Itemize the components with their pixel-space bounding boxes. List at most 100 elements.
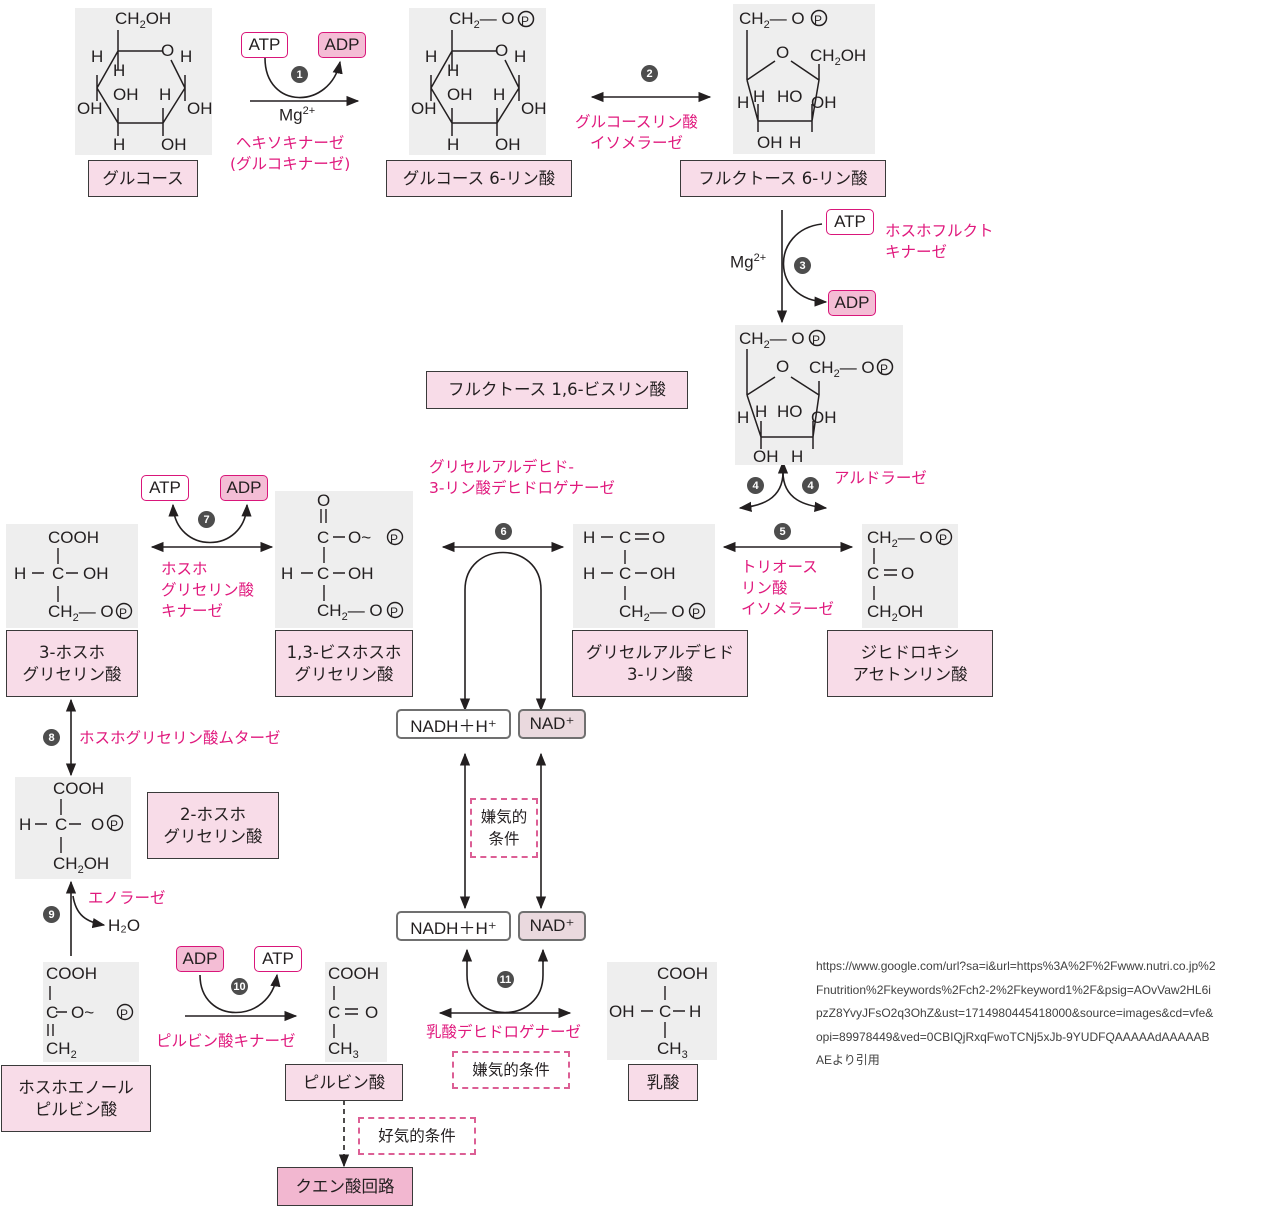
svg-text:O~: O~ — [348, 528, 371, 547]
svg-text:H: H — [113, 61, 125, 80]
svg-text:H: H — [425, 47, 437, 66]
svg-text:OH: OH — [113, 85, 139, 104]
step-10-marker: 10 — [231, 978, 248, 995]
atp-step7: ATP — [141, 475, 189, 501]
nad-upper: NAD⁺ — [518, 709, 586, 739]
step-4-marker-right: 4 — [802, 477, 819, 494]
step-9-marker: 9 — [43, 906, 60, 923]
fructose-6-phosphate-structure: CH2— O P O CH2OH H H HO OH OH H — [733, 4, 875, 154]
svg-text:OH: OH — [187, 99, 213, 118]
compound-1-3-bisphosphoglycerate: 1,3-ビスホスホ グリセリン酸 — [275, 630, 413, 697]
mg-charge: 2+ — [302, 105, 316, 117]
arc-step7 — [168, 503, 252, 544]
compound-glucose-6-phosphate: グルコース 6-リン酸 — [386, 160, 572, 197]
svg-text:H: H — [791, 447, 803, 466]
arc-step6 — [464, 551, 542, 708]
svg-text:COOH: COOH — [657, 964, 708, 983]
svg-text:H: H — [689, 1002, 701, 1021]
svg-text:CH2OH: CH2OH — [115, 9, 171, 31]
svg-text:COOH: COOH — [46, 964, 97, 983]
svg-text:P: P — [692, 606, 700, 620]
arc-step1 — [264, 57, 343, 99]
compound-lactate: 乳酸 — [628, 1064, 698, 1101]
svg-text:P: P — [390, 605, 398, 619]
svg-text:H: H — [583, 528, 595, 547]
svg-text:CH2— O: CH2— O — [867, 528, 933, 550]
svg-text:O: O — [776, 357, 789, 376]
svg-text:OH: OH — [521, 99, 547, 118]
step-3-marker: 3 — [794, 257, 811, 274]
svg-text:OH: OH — [495, 135, 521, 154]
nadh-upper: NADH＋H⁺ — [396, 709, 511, 739]
mg-text: Mg — [730, 252, 754, 272]
fructose-1-6-bisphosphate-structure: CH2— O P O CH2— O P H H HO OH OH H — [735, 325, 903, 466]
svg-text:O: O — [901, 564, 914, 583]
svg-text:P: P — [521, 14, 529, 28]
svg-text:H: H — [789, 133, 801, 152]
svg-text:O: O — [317, 491, 330, 510]
svg-text:O: O — [91, 815, 104, 834]
svg-text:H: H — [159, 85, 171, 104]
mg-charge: 2+ — [753, 252, 767, 264]
svg-text:OH: OH — [650, 564, 676, 583]
svg-text:CH2OH: CH2OH — [810, 46, 866, 68]
adp-step10: ADP — [176, 946, 224, 972]
svg-text:H: H — [493, 85, 505, 104]
enzyme-aldolase: アルドラーゼ — [834, 469, 927, 487]
adp-step7: ADP — [220, 475, 268, 501]
adp-step3: ADP — [828, 290, 876, 316]
svg-text:OH: OH — [77, 99, 103, 118]
step-8-marker: 8 — [43, 729, 60, 746]
svg-text:H: H — [753, 87, 765, 106]
compound-3-phosphoglycerate: 3-ホスホ グリセリン酸 — [6, 630, 138, 697]
compound-phosphoenolpyruvate: ホスホエノール ピルビン酸 — [1, 1065, 151, 1132]
atp-step1: ATP — [241, 32, 288, 58]
svg-text:CH2— O: CH2— O — [739, 329, 805, 351]
step-6-marker: 6 — [495, 523, 512, 540]
svg-text:OH: OH — [161, 135, 187, 154]
svg-text:CH2— O: CH2— O — [739, 9, 805, 31]
step-11-marker: 11 — [497, 971, 514, 988]
svg-text:C: C — [619, 528, 631, 547]
step-1-marker: 1 — [291, 66, 308, 83]
compound-glyceraldehyde-3-phosphate: グリセルアルデヒド 3-リン酸 — [572, 630, 748, 697]
svg-text:P: P — [814, 13, 822, 27]
glucose-structure: CH2OH O H H H OH OH H OH H OH — [75, 8, 213, 155]
svg-text:P: P — [390, 532, 398, 546]
condition-aerobic: 好気的条件 — [358, 1117, 476, 1155]
svg-text:H: H — [737, 93, 749, 112]
svg-text:CH3: CH3 — [657, 1039, 688, 1061]
adp-step1: ADP — [318, 32, 366, 58]
step-7-marker: 7 — [198, 511, 215, 528]
arc-step4-left — [738, 471, 784, 512]
svg-text:H: H — [281, 564, 293, 583]
svg-text:OH: OH — [447, 85, 473, 104]
svg-text:O: O — [365, 1003, 378, 1022]
compound-pyruvate: ピルビン酸 — [285, 1064, 403, 1101]
enzyme-glucose-phosphate-isomerase: グルコースリン酸 イソメラーゼ — [575, 113, 698, 152]
compound-dihydroxyacetone-phosphate: ジヒドロキシ アセトンリン酸 — [827, 630, 993, 697]
enzyme-gapdh: グリセルアルデヒド- 3-リン酸デヒドロゲナーゼ — [429, 458, 615, 497]
svg-text:P: P — [120, 1007, 128, 1021]
svg-text:H: H — [14, 564, 26, 583]
svg-text:H: H — [447, 61, 459, 80]
svg-text:H: H — [113, 135, 125, 154]
svg-text:H: H — [447, 135, 459, 154]
enzyme-enolase: エノラーゼ — [88, 889, 166, 907]
svg-text:CH2OH: CH2OH — [867, 602, 923, 624]
compound-2-phosphoglycerate: 2-ホスホ グリセリン酸 — [147, 792, 279, 859]
compound-fructose-1-6-bisphosphate: フルクトース 1,6-ビスリン酸 — [426, 371, 688, 409]
enzyme-lactate-dehydrogenase: 乳酸デヒドロゲナーゼ — [426, 1023, 582, 1041]
svg-text:CH3: CH3 — [328, 1039, 359, 1061]
svg-text:OH: OH — [411, 99, 437, 118]
citric-acid-cycle-box: クエン酸回路 — [277, 1167, 413, 1206]
svg-text:OH: OH — [811, 93, 837, 112]
svg-text:CH2: CH2 — [46, 1039, 77, 1061]
svg-text:C: C — [46, 1003, 58, 1022]
svg-text:C: C — [328, 1003, 340, 1022]
svg-text:OH: OH — [348, 564, 374, 583]
mg-text: Mg — [279, 105, 303, 125]
svg-text:OH: OH — [609, 1002, 635, 1021]
svg-text:OH: OH — [753, 447, 779, 466]
